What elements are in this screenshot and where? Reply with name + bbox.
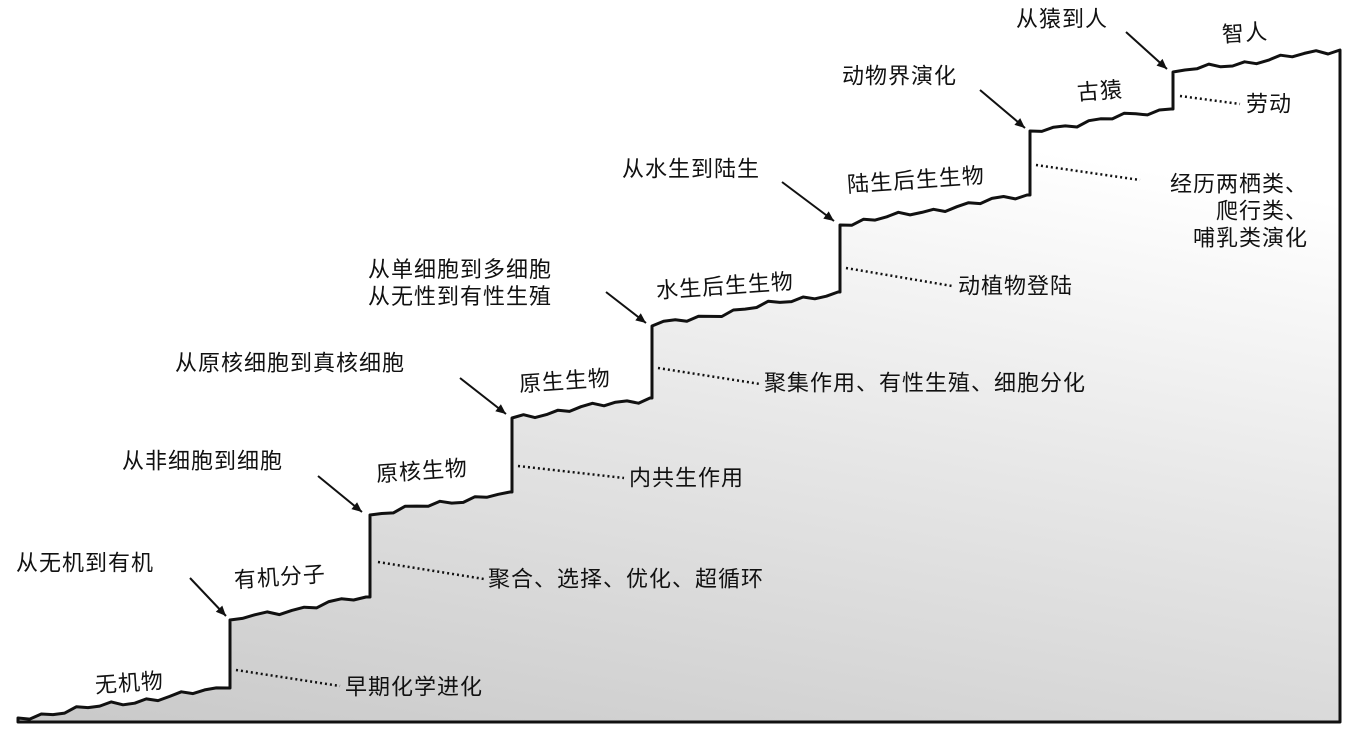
transition-label-7: 劳动 (1246, 92, 1293, 118)
step-label-1: 从无机到有机 (16, 551, 155, 577)
arrow-step-6 (979, 89, 1026, 129)
staircase-outline (16, 48, 1342, 724)
step-label-6: 动物界演化 (842, 64, 958, 90)
staircase-shading (18, 50, 1340, 722)
transition-label-4: 聚集作用、有性生殖、细胞分化 (764, 371, 1087, 397)
leader-transition-7 (1179, 94, 1241, 106)
step-label-5: 从水生到陆生 (622, 157, 761, 183)
leader-lines (189, 31, 1241, 688)
arrow-step-3 (459, 377, 507, 415)
arrow-step-4 (605, 291, 647, 324)
stage-label-ape: 古猿 (1076, 77, 1124, 107)
transition-label-1: 早期化学进化 (345, 675, 484, 701)
transition-label-3: 内共生作用 (629, 466, 745, 492)
stage-label-homo-sapiens: 智人 (1221, 19, 1269, 49)
transition-label-6: 经历两栖类、 爬行类、 哺乳类演化 (1169, 172, 1308, 252)
arrow-step-1 (189, 577, 227, 617)
transition-label-2: 聚合、选择、优化、超循环 (488, 567, 765, 593)
step-label-3: 从原核细胞到真核细胞 (175, 351, 406, 377)
arrow-step-5 (781, 181, 835, 222)
step-label-2: 从非细胞到细胞 (122, 449, 284, 475)
step-label-7: 从猿到人 (1016, 7, 1109, 33)
transition-label-5: 动植物登陆 (958, 274, 1074, 300)
arrow-step-2 (317, 475, 363, 513)
arrow-step-7 (1125, 31, 1168, 70)
step-label-4: 从单细胞到多细胞 从无性到有性生殖 (368, 258, 553, 310)
leader-transition-4 (657, 366, 761, 386)
stage-label-inorganic: 无机物 (94, 669, 165, 699)
